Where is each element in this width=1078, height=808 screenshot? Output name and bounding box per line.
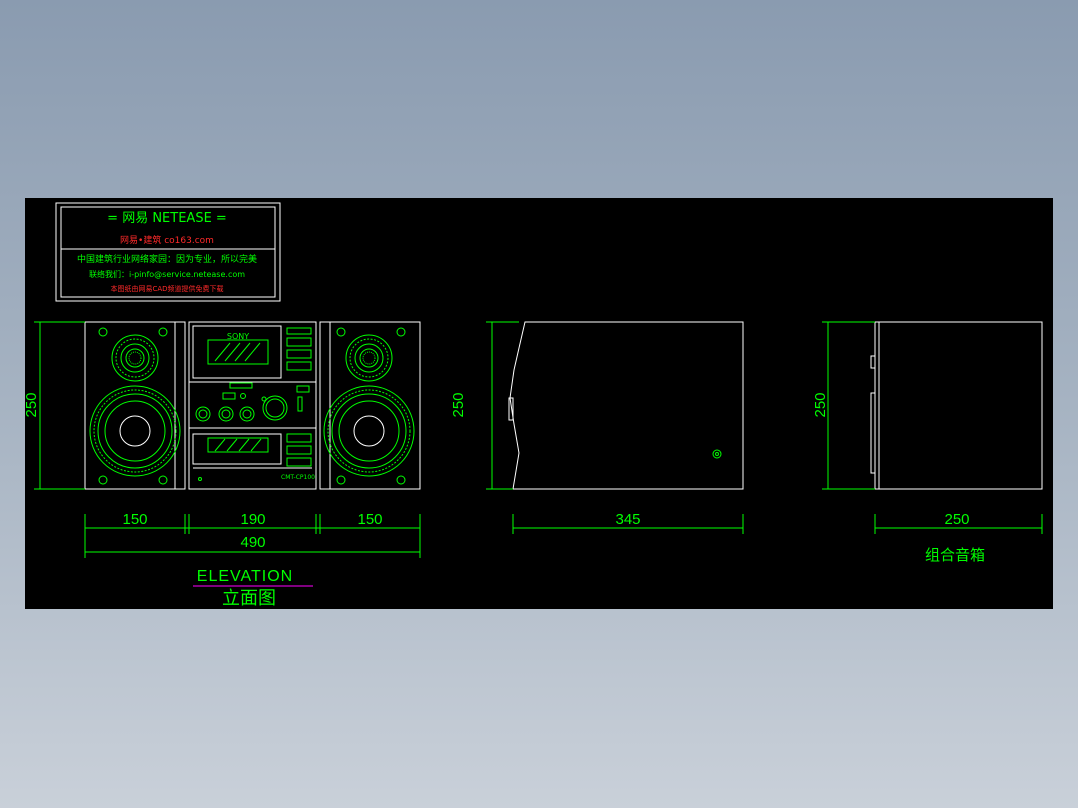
stamp-red-line: 网易•建筑 co163.com xyxy=(120,234,214,246)
elevation-dimensions xyxy=(34,321,421,558)
elevation-title-cn: 立面图 xyxy=(222,588,276,609)
side-view xyxy=(486,321,744,534)
cad-viewport[interactable]: = 网易 NETEASE = 网易•建筑 co163.com 中国建筑行业网络家… xyxy=(25,198,1053,609)
elevation-height-dim: 250 xyxy=(25,392,40,417)
speaker-label: 组合音箱 xyxy=(925,546,985,564)
dim-total-width: 490 xyxy=(240,534,265,551)
stamp-slogan: 中国建筑行业网络家园：因为专业，所以完美 xyxy=(77,253,257,265)
model-label: CMT-CP100 xyxy=(281,474,315,481)
dim-left-speaker: 150 xyxy=(122,511,147,528)
cad-drawing: = 网易 NETEASE = 网易•建筑 co163.com 中国建筑行业网络家… xyxy=(25,202,1043,609)
stamp-footer: 本图纸由网易CAD频道提供免费下载 xyxy=(110,284,223,293)
speaker-side-view xyxy=(822,321,1043,534)
dim-right-speaker: 150 xyxy=(357,511,382,528)
speaker-height-dim: 250 xyxy=(812,392,829,417)
elevation-view xyxy=(34,321,421,558)
center-unit xyxy=(188,321,317,490)
stamp-title: = 网易 NETEASE = xyxy=(107,211,227,226)
stamp-contact: 联络我们：i-pinfo@service.netease.com xyxy=(89,269,245,279)
title-stamp: = 网易 NETEASE = 网易•建筑 co163.com 中国建筑行业网络家… xyxy=(55,202,281,302)
right-speaker xyxy=(319,321,421,490)
dim-center-unit: 190 xyxy=(240,511,265,528)
side-width-dim: 345 xyxy=(615,511,640,528)
left-speaker xyxy=(84,321,186,490)
brand-label: SONY xyxy=(227,332,249,341)
side-height-dim: 250 xyxy=(450,392,467,417)
speaker-width-dim: 250 xyxy=(944,511,969,528)
elevation-title-en: ELEVATION xyxy=(197,568,293,585)
